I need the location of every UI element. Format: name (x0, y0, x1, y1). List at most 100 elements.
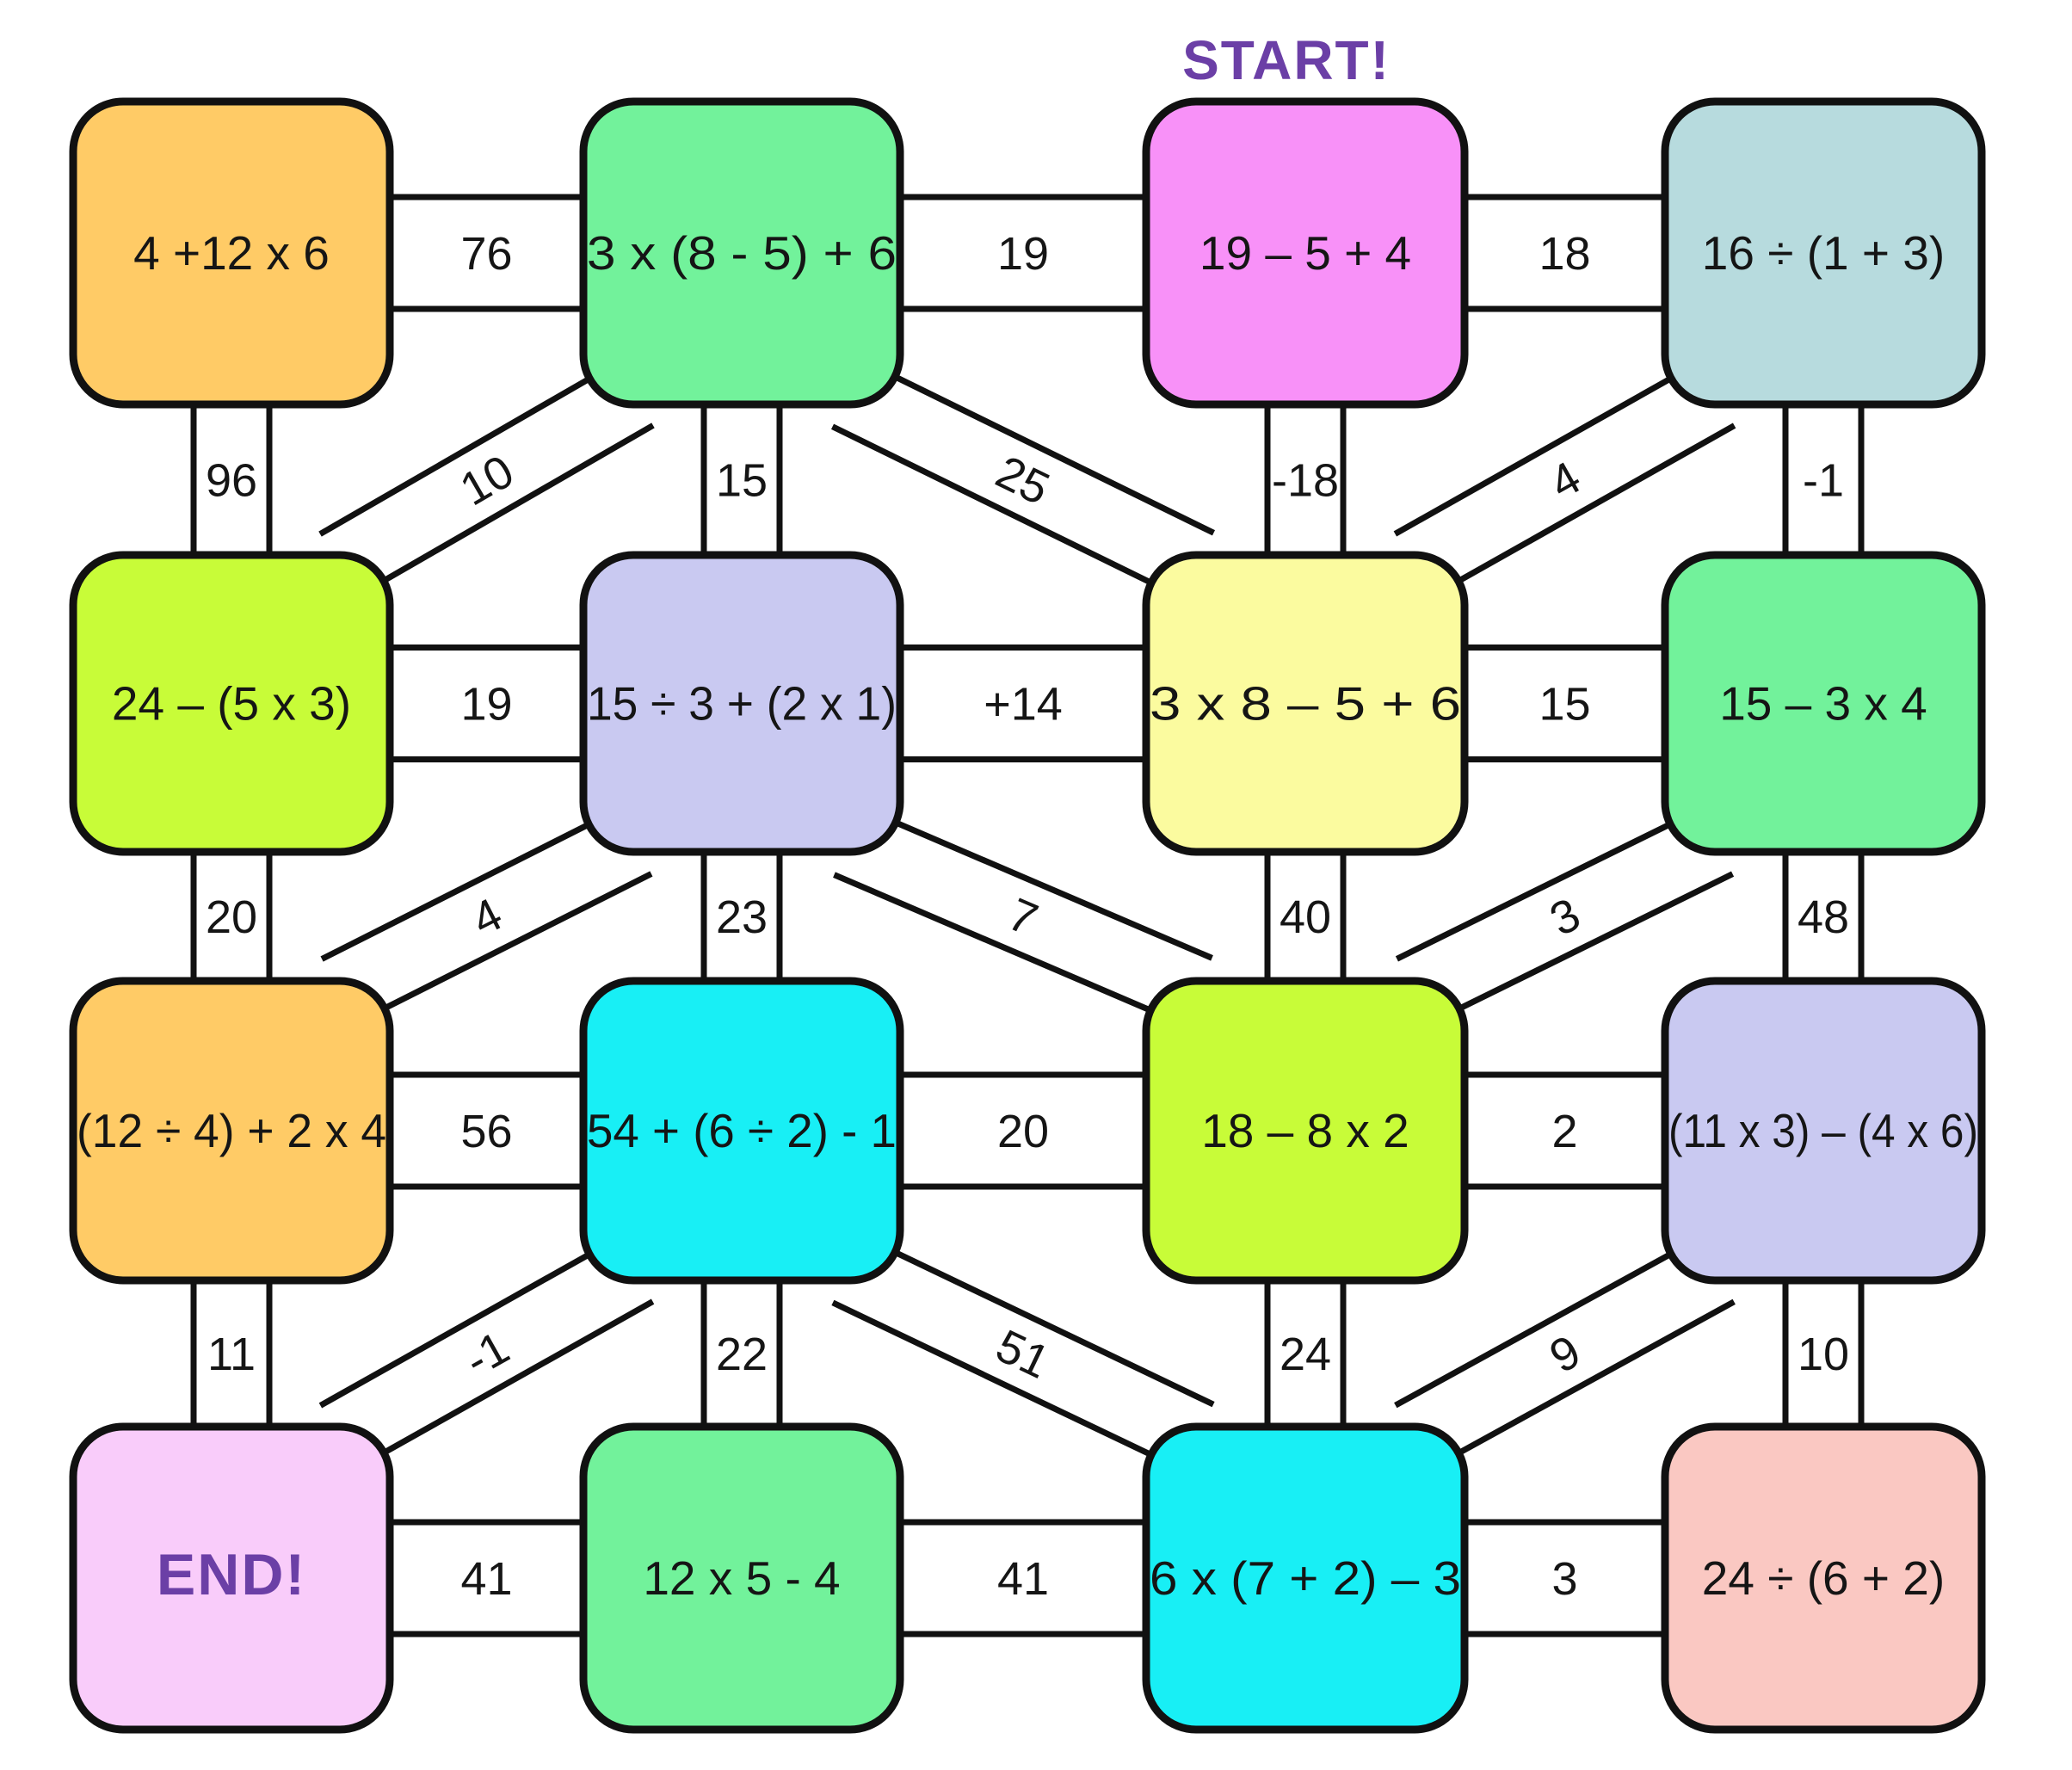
edge-label: 20 (206, 891, 257, 943)
edge-A3-A4: 18 (1447, 194, 1682, 312)
node-box (579, 1422, 904, 1734)
edge-B2-B3: +14 (883, 644, 1163, 762)
edge-label: 18 (1539, 228, 1590, 280)
end-label: END! (157, 1542, 306, 1607)
node-expression: 24 ÷ (6 + 2) (1702, 1551, 1945, 1605)
node-expression: 18 – 8 x 2 (1201, 1104, 1409, 1157)
edge-label: 41 (460, 1553, 512, 1605)
node-box (1142, 97, 1469, 409)
node-box (69, 1422, 394, 1734)
maze-node-A3: 19 – 5 + 4 (1142, 97, 1469, 409)
edge-C2-D1: -1 (318, 1236, 655, 1471)
node-box (579, 551, 904, 856)
node-expression: (12 ÷ 4) + 2 x 4 (77, 1104, 386, 1157)
edge-A2-A3: 19 (883, 194, 1163, 312)
node-box (1661, 97, 1986, 409)
edge-label: -1 (1803, 455, 1844, 507)
edge-C3-D3: 24 (1264, 1263, 1347, 1444)
edge-C1-D1: 11 (190, 1263, 273, 1444)
node-expression: 16 ÷ (1 + 3) (1702, 226, 1945, 280)
node-box (69, 977, 394, 1285)
boxes-layer: 4 +12 x 6 3 x (8 - 5) + 6 19 – 5 + 4 16 ÷ (… (69, 97, 1986, 1734)
node-expression: 4 +12 x 6 (133, 226, 330, 280)
edge-B2-C3: 7 (833, 805, 1213, 1027)
edge-C3-C4: 2 (1447, 1071, 1682, 1190)
edge-label: 22 (716, 1329, 768, 1380)
node-expression: 3 x (8 - 5) + 6 (587, 226, 897, 280)
maze-node-C2: 54 + (6 ÷ 2) - 1 (579, 977, 904, 1285)
edge-label: 10 (1798, 1329, 1849, 1380)
node-box (1661, 977, 1986, 1285)
edge-C2-D2: 22 (700, 1263, 783, 1444)
node-expression: 15 ÷ 3 + (2 x 1) (587, 677, 897, 731)
edge-label: 76 (460, 228, 512, 280)
edge-A3-B3: -18 (1264, 387, 1347, 572)
edge-label: 23 (716, 891, 768, 943)
edge-A1-A2: 76 (373, 194, 601, 312)
edge-A1-B1: 96 (190, 387, 273, 572)
node-box (69, 551, 394, 856)
maze-node-A2: 3 x (8 - 5) + 6 (579, 97, 904, 409)
node-box (1142, 551, 1469, 856)
edge-label: 3 (1551, 1553, 1577, 1605)
edge-label: 40 (1280, 891, 1331, 943)
node-expression: 6 x (7 + 2) – 3 (1150, 1551, 1461, 1605)
maze-node-C3: 18 – 8 x 2 (1142, 977, 1469, 1285)
node-box (579, 977, 904, 1285)
maze-node-D3: 6 x (7 + 2) – 3 (1142, 1422, 1469, 1734)
edge-label: 19 (997, 228, 1049, 280)
node-box (1661, 551, 1986, 856)
edge-B4-C4: 48 (1782, 835, 1865, 998)
edge-label: 96 (206, 455, 257, 507)
edge-A4-B4: -1 (1782, 387, 1865, 572)
edge-C2-D3: 51 (831, 1234, 1215, 1473)
maze-node-C4: (11 x 3) – (4 x 6) (1661, 977, 1986, 1285)
edge-label: 2 (1551, 1106, 1577, 1157)
maze-node-D2: 12 x 5 - 4 (579, 1422, 904, 1734)
edge-A2-B2: 15 (700, 387, 783, 572)
edge-A4-B3: 4 (1393, 360, 1736, 600)
maze-node-A1: 4 +12 x 6 (69, 97, 394, 409)
edge-B1-C1: 20 (190, 835, 273, 998)
edge-C4-D4: 10 (1782, 1263, 1865, 1444)
edge-label: 20 (997, 1106, 1049, 1157)
edge-B3-B4: 15 (1447, 644, 1682, 762)
maze-node-A4: 16 ÷ (1 + 3) (1661, 97, 1986, 409)
node-box (579, 97, 904, 409)
edge-C2-C3: 20 (883, 1071, 1163, 1190)
edge-B2-C2: 23 (700, 835, 783, 998)
edge-C4-D3: 9 (1394, 1236, 1736, 1471)
edge-label: 48 (1798, 891, 1849, 943)
edge-D2-D3: 41 (883, 1519, 1163, 1637)
node-expression: 3 x 8 – 5 + 6 (1150, 677, 1461, 731)
node-box (1142, 977, 1469, 1285)
maze-node-B1: 24 – (5 x 3) (69, 551, 394, 856)
edge-B4-C3: 3 (1395, 806, 1735, 1027)
maze-node-B2: 15 ÷ 3 + (2 x 1) (579, 551, 904, 856)
edge-B3-C3: 40 (1264, 835, 1347, 998)
node-expression: 19 – 5 + 4 (1199, 226, 1411, 280)
edge-label: 15 (716, 455, 768, 507)
maze-node-B3: 3 x 8 – 5 + 6 (1142, 551, 1469, 856)
node-expression: 12 x 5 - 4 (643, 1551, 840, 1605)
edge-D3-D4: 3 (1447, 1519, 1682, 1637)
edge-label: 15 (1539, 679, 1590, 731)
maze-node-D1: END! (69, 1422, 394, 1734)
node-expression: 15 – 3 x 4 (1719, 677, 1927, 731)
node-expression: 54 + (6 ÷ 2) - 1 (587, 1104, 897, 1157)
edge-label: 56 (460, 1106, 512, 1157)
start-label: START! (1182, 29, 1391, 91)
node-box (69, 97, 394, 409)
edge-A2-B1: 10 (318, 360, 655, 600)
edge-B2-C1: 4 (320, 806, 653, 1027)
edge-label: -18 (1272, 455, 1339, 507)
edge-D1-D2: 41 (373, 1519, 601, 1637)
edge-label: +14 (984, 679, 1063, 731)
maze-node-B4: 15 – 3 x 4 (1661, 551, 1986, 856)
node-box (1142, 1422, 1469, 1734)
maze-node-D4: 24 ÷ (6 + 2) (1661, 1422, 1986, 1734)
edge-label: 41 (997, 1553, 1049, 1605)
node-box (1661, 1422, 1986, 1734)
